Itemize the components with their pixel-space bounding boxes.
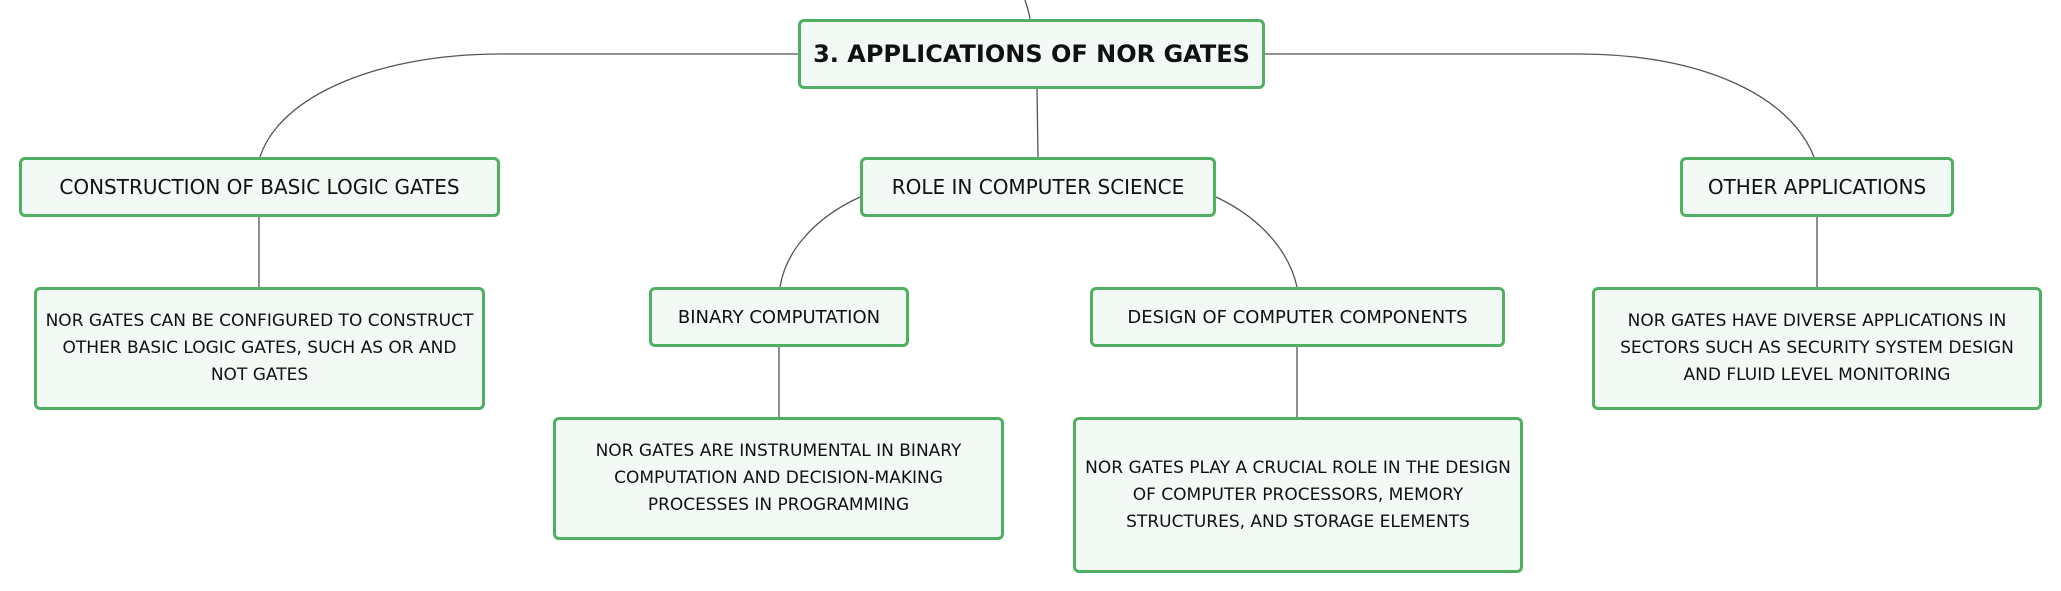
node-binary-description-text: NOR GATES ARE INSTRUMENTAL IN BINARY COM… (595, 441, 962, 515)
node-other-applications[interactable]: OTHER APPLICATIONS (1680, 157, 1954, 217)
connector-root-to-other (1265, 53, 1815, 158)
node-binary-title: BINARY COMPUTATION (677, 306, 881, 328)
node-role-title: ROLE IN COMPUTER SCIENCE (891, 175, 1185, 199)
node-construction-of-basic-logic-gates[interactable]: CONSTRUCTION OF BASIC LOGIC GATES (19, 157, 500, 217)
node-role-in-computer-science[interactable]: ROLE IN COMPUTER SCIENCE (860, 157, 1216, 217)
node-other-description-text: NOR GATES HAVE DIVERSE APPLICATIONS IN S… (1620, 311, 2014, 385)
node-design-description-text: NOR GATES PLAY A CRUCIAL ROLE IN THE DES… (1085, 457, 1511, 532)
connector-root-to-role (1036, 88, 1039, 158)
node-construction-description[interactable]: NOR GATES CAN BE CONFIGURED TO CONSTRUCT… (34, 287, 485, 410)
node-binary-computation-description[interactable]: NOR GATES ARE INSTRUMENTAL IN BINARY COM… (553, 417, 1004, 540)
connector-parent-to-root (1024, 0, 1031, 20)
node-design-description[interactable]: NOR GATES PLAY A CRUCIAL ROLE IN THE DES… (1073, 417, 1523, 573)
root-node[interactable]: 3. APPLICATIONS OF NOR GATES (798, 19, 1265, 89)
connector-role-to-binary (779, 196, 861, 288)
node-other-applications-description[interactable]: NOR GATES HAVE DIVERSE APPLICATIONS IN S… (1592, 287, 2042, 410)
node-design-of-computer-components[interactable]: DESIGN OF COMPUTER COMPONENTS (1090, 287, 1505, 347)
node-design-title: DESIGN OF COMPUTER COMPONENTS (1127, 306, 1468, 328)
node-other-title: OTHER APPLICATIONS (1707, 175, 1927, 199)
root-node-title: 3. APPLICATIONS OF NOR GATES (813, 40, 1250, 68)
connector-root-to-construction (259, 53, 798, 158)
connector-role-to-design (1215, 196, 1298, 288)
node-construction-description-text: NOR GATES CAN BE CONFIGURED TO CONSTRUCT… (45, 311, 474, 385)
node-binary-computation[interactable]: BINARY COMPUTATION (649, 287, 909, 347)
node-construction-title: CONSTRUCTION OF BASIC LOGIC GATES (59, 175, 460, 199)
